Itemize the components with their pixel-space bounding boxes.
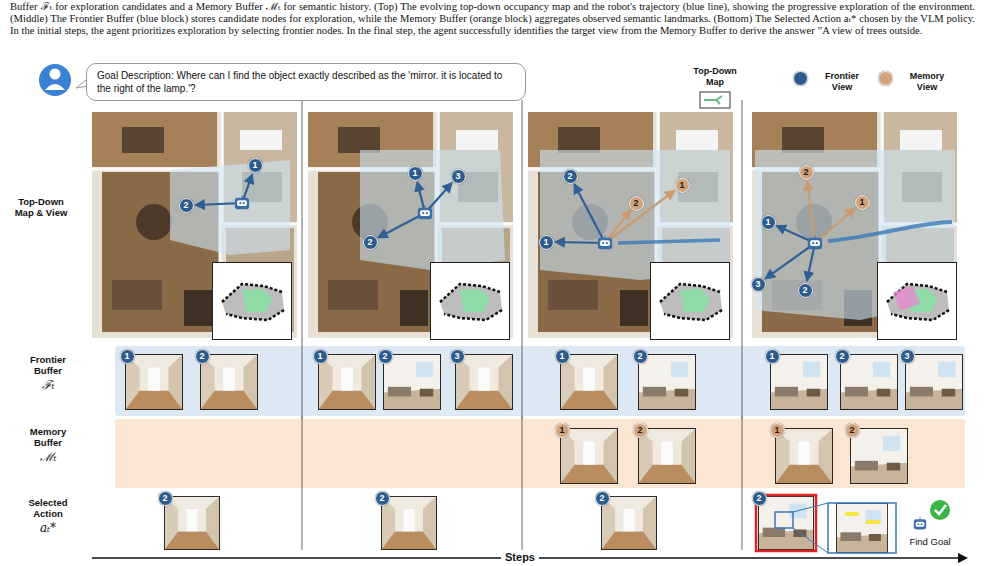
callout-number: 2 [633, 349, 648, 364]
legend-swatch [793, 71, 808, 86]
label: Top-Down Map & View [8, 196, 74, 218]
goal-text: Goal Description: Where can I find the o… [97, 69, 515, 95]
callout-number: 1 [675, 178, 690, 193]
callout-number: 2 [798, 283, 813, 298]
callout-number: 1 [408, 166, 423, 181]
label: Memory Buffer [20, 426, 76, 448]
callout-number: 1 [855, 195, 870, 210]
callout-text: 2 [849, 426, 854, 435]
callout-text: 2 [199, 352, 204, 361]
callout-text: 2 [756, 494, 761, 503]
callout-text: 2 [567, 172, 572, 181]
label: Steps [501, 551, 539, 564]
callout-number: 2 [799, 165, 814, 180]
callout-text: 2 [183, 201, 188, 210]
callout-number: 2 [363, 235, 378, 250]
callout-number: 2 [378, 349, 393, 364]
callout-number: 1 [120, 349, 135, 364]
callout-text: 2 [803, 168, 808, 177]
label: Find Goal [895, 536, 965, 547]
label: ℳₜ [20, 451, 76, 465]
label: ℱₜ [20, 379, 76, 393]
callout-number: 3 [450, 349, 465, 364]
legend-swatch [878, 71, 893, 86]
callout-text: 2 [162, 494, 167, 503]
callout-number: 2 [752, 491, 767, 506]
legend-text: Top-Down Map [686, 66, 744, 87]
callout-text: 1 [679, 181, 684, 190]
callout-text: 2 [802, 286, 807, 295]
callout-text: 1 [765, 218, 770, 227]
label: aₜ* [20, 522, 76, 536]
callout-number: 3 [451, 169, 466, 184]
callout-text: 1 [774, 426, 779, 435]
callout-text: 3 [455, 172, 460, 181]
callout-text: 2 [599, 494, 604, 503]
callout-text: 1 [252, 161, 257, 170]
callout-text: 2 [839, 352, 844, 361]
callout-number: 3 [900, 349, 915, 364]
speech-bubble: Goal Description: Where can I find the o… [86, 63, 526, 101]
callout-number: 1 [248, 158, 263, 173]
callout-number: 2 [563, 169, 578, 184]
callout-text: 1 [124, 352, 129, 361]
callout-text: 2 [633, 199, 638, 208]
callout-text: 1 [317, 352, 322, 361]
callout-text: 2 [382, 352, 387, 361]
callout-text: 1 [559, 352, 564, 361]
callout-text: 2 [637, 352, 642, 361]
callout-text: 1 [859, 198, 864, 207]
callout-number: 2 [629, 196, 644, 211]
callout-number: 2 [158, 491, 173, 506]
callout-number: 2 [595, 491, 610, 506]
callout-number: 1 [765, 349, 780, 364]
callout-text: 1 [543, 238, 548, 247]
callout-text: 3 [755, 280, 760, 289]
callout-number: 2 [195, 349, 210, 364]
callout-text: 2 [367, 238, 372, 247]
callout-number: 2 [179, 198, 194, 213]
callout-text: 1 [559, 426, 564, 435]
callout-text: 2 [379, 494, 384, 503]
callout-number: 1 [770, 423, 785, 438]
callout-text: 3 [904, 352, 909, 361]
label: Selected Action [20, 497, 76, 519]
callout-number: 1 [555, 349, 570, 364]
callout-number: 1 [555, 423, 570, 438]
legend-text: Frontier View [818, 71, 866, 92]
callout-text: 3 [454, 352, 459, 361]
callout-number: 2 [375, 491, 390, 506]
callout-number: 1 [539, 235, 554, 250]
callout-number: 1 [761, 215, 776, 230]
figure-caption: Buffer ℱₜ for exploration candidates and… [10, 1, 975, 37]
callout-text: 1 [769, 352, 774, 361]
callout-number: 2 [835, 349, 850, 364]
callout-text: 2 [637, 426, 642, 435]
callout-number: 1 [313, 349, 328, 364]
callout-text: 1 [412, 169, 417, 178]
callout-number: 3 [751, 277, 766, 292]
legend-text: Memory View [903, 71, 951, 92]
callout-number: 2 [633, 423, 648, 438]
label: Frontier Buffer [20, 354, 76, 376]
callout-number: 2 [845, 423, 860, 438]
